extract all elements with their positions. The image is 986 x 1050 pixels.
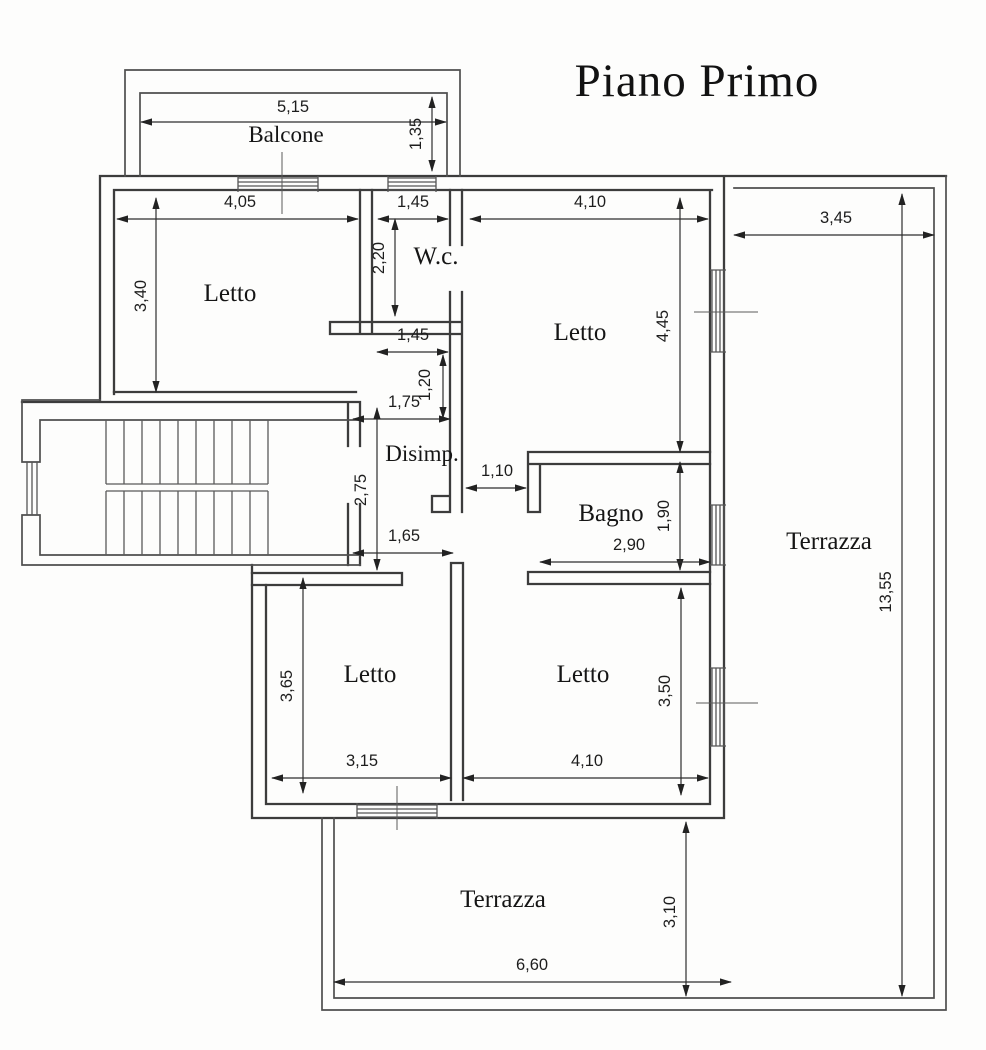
dim-terrazza-bottom-width: 6,60 xyxy=(516,956,548,974)
dim-hall-opening: 1,65 xyxy=(388,527,420,545)
dim-letto-nw-width: 4,05 xyxy=(224,193,256,211)
room-label-letto-nw: Letto xyxy=(204,280,257,307)
window-wc xyxy=(387,176,437,192)
room-label-disimp: Disimp. xyxy=(385,441,458,466)
room-label-terrazza-bottom: Terrazza xyxy=(460,886,546,913)
dimension-lines xyxy=(116,96,935,997)
window-stairwell xyxy=(26,462,38,515)
dim-letto-sw-width: 3,15 xyxy=(346,752,378,770)
dim-bagno-door: 1,10 xyxy=(481,462,513,480)
terrace-parapet xyxy=(321,175,947,1011)
dim-terrazza-bottom-height: 3,10 xyxy=(661,896,679,928)
dim-wc-lobby-width: 1,45 xyxy=(397,326,429,344)
room-label-letto-sw: Letto xyxy=(344,661,397,688)
page-title: Piano Primo xyxy=(575,55,820,107)
window-bagno xyxy=(710,504,726,566)
dim-letto-se-height: 3,50 xyxy=(656,675,674,707)
room-label-terrazza-right: Terrazza xyxy=(786,528,872,555)
dim-wc-width: 1,45 xyxy=(397,193,429,211)
room-labels: Balcone Letto W.c. Letto Disimp. Bagno L… xyxy=(204,122,872,913)
interior-walls xyxy=(20,188,712,802)
window-center-ticks xyxy=(281,152,758,830)
dim-letto-sw-height: 3,65 xyxy=(278,670,296,702)
dim-letto-nw-height: 3,40 xyxy=(132,280,150,312)
dim-wc-height: 2,20 xyxy=(370,242,388,274)
dim-disimp-height: 2,75 xyxy=(352,474,370,506)
dim-letto-ne-height: 4,45 xyxy=(654,310,672,342)
room-label-letto-se: Letto xyxy=(557,661,610,688)
window-letto-se xyxy=(710,667,726,747)
dim-balcone-depth: 1,35 xyxy=(407,118,425,150)
room-label-wc: W.c. xyxy=(414,243,459,270)
dim-terrazza-right-length: 13,55 xyxy=(877,571,895,612)
dim-disimp-width: 1,75 xyxy=(388,393,420,411)
window-letto-ne xyxy=(710,269,726,353)
exterior-walls xyxy=(98,174,948,820)
dim-bagno-height: 1,90 xyxy=(655,500,673,532)
dimension-labels: 5,15 1,35 4,05 3,40 1,45 2,20 4,10 4,45 … xyxy=(132,98,895,974)
dim-letto-ne-width: 4,10 xyxy=(574,193,606,211)
stair-treads xyxy=(105,420,269,555)
room-label-balcone: Balcone xyxy=(248,122,323,147)
balcony-parapet xyxy=(124,69,461,177)
room-label-bagno: Bagno xyxy=(578,500,643,527)
room-label-letto-ne: Letto xyxy=(554,319,607,346)
dim-balcone-width: 5,15 xyxy=(277,98,309,116)
stairwell-walls xyxy=(21,399,361,566)
dim-terrazza-right-width: 3,45 xyxy=(820,209,852,227)
dim-bagno-width: 2,90 xyxy=(613,536,645,554)
dim-wc-lobby-height: 1,20 xyxy=(416,369,434,401)
window-balcony xyxy=(237,176,319,192)
dim-letto-se-width: 4,10 xyxy=(571,752,603,770)
